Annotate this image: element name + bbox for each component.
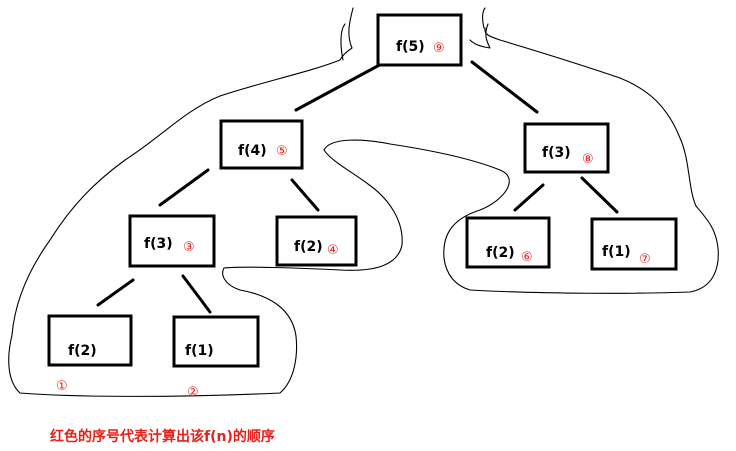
edge-f5-f4 — [294, 60, 387, 112]
edge-f4-f2 — [290, 178, 320, 212]
node-label: f(4) — [238, 143, 267, 159]
node-box — [128, 214, 216, 268]
traversal-outline — [8, 7, 719, 397]
edge-f3-f1-right — [580, 176, 619, 214]
node-label: f(1) — [185, 343, 214, 359]
traversal-wisp-top — [482, 7, 486, 29]
diagram-caption: 红色的序号代表计算出该f(n)的顺序 — [50, 429, 275, 445]
edge-f4-f3 — [158, 168, 210, 207]
node-box — [47, 314, 133, 367]
node-box — [465, 216, 551, 269]
tree-node: f(1) ② — [172, 315, 260, 400]
order-number: ⑦ — [639, 252, 651, 267]
tree-node: f(5) ⑨ — [376, 13, 463, 67]
order-number: ③ — [183, 240, 195, 255]
edge-f3-f2-left — [96, 278, 135, 307]
node-label: f(2) — [486, 245, 515, 261]
tree-node: f(2) ⑥ — [465, 216, 551, 269]
tree-node: f(1) ⑦ — [590, 217, 678, 271]
node-box — [376, 13, 463, 67]
tree-node: f(2) ① — [47, 314, 133, 394]
order-number: ⑥ — [521, 250, 533, 265]
order-number: ④ — [327, 243, 339, 258]
tree-edges — [96, 60, 619, 314]
order-number: ⑨ — [433, 41, 445, 56]
node-box — [590, 217, 678, 271]
node-label: f(3) — [144, 236, 173, 252]
tree-node: f(2) ④ — [275, 215, 358, 267]
node-label: f(5) — [396, 39, 425, 55]
order-number: ① — [56, 379, 68, 394]
node-label: f(2) — [294, 239, 323, 255]
traversal-wisp-left — [340, 23, 346, 61]
order-number: ② — [187, 385, 199, 400]
traversal-wisp-right — [469, 23, 491, 49]
traversal-loop-main — [8, 7, 719, 397]
node-box — [275, 215, 358, 267]
edge-f3-f1-left — [181, 274, 212, 314]
edge-f3-f2-right — [513, 183, 545, 212]
node-box — [172, 315, 260, 368]
node-label: f(1) — [602, 244, 631, 260]
node-label: f(2) — [68, 343, 97, 359]
edge-f5-f3 — [470, 60, 539, 114]
order-number: ⑤ — [276, 144, 288, 159]
order-number: ⑧ — [582, 152, 594, 167]
tree-node: f(4) ⑤ — [219, 119, 304, 170]
node-box — [523, 122, 610, 174]
tree-node: f(3) ⑧ — [523, 122, 610, 174]
tree-node: f(3) ③ — [128, 214, 216, 268]
node-label: f(3) — [542, 145, 571, 161]
node-box — [219, 119, 304, 170]
